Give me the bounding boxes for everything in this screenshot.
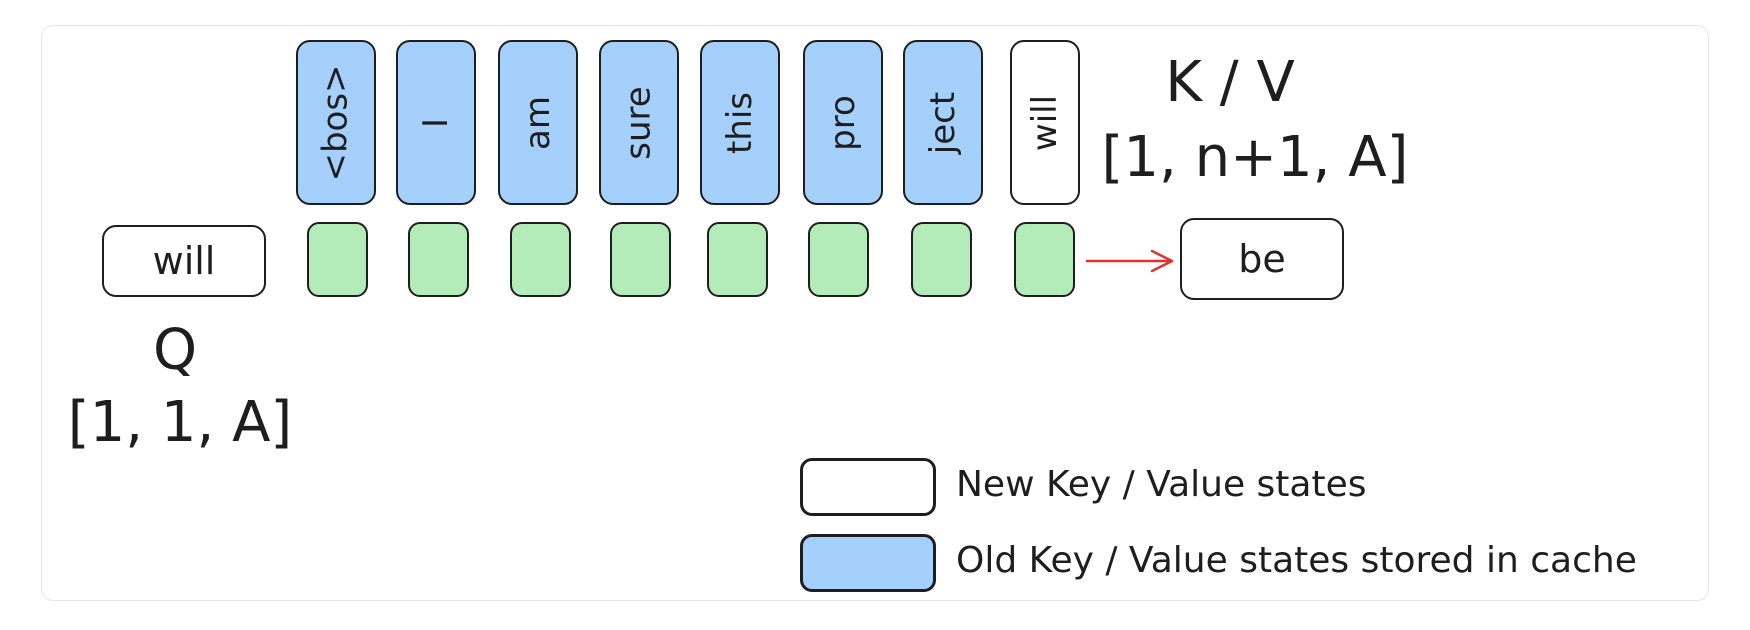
legend-new-swatch	[800, 458, 936, 516]
diagram-frame	[41, 25, 1709, 601]
attention-cell	[707, 222, 768, 297]
kv-token-i: I	[396, 40, 476, 205]
attention-cell	[610, 222, 671, 297]
kv-label: K / V	[1165, 50, 1295, 115]
q-label: Q	[152, 318, 198, 383]
query-token-label: will	[152, 239, 216, 283]
kv-token-sure: sure	[599, 40, 679, 205]
legend-old-label: Old Key / Value states stored in cache	[956, 540, 1637, 581]
kv-token-ject: ject	[903, 40, 983, 205]
attention-cell	[1014, 222, 1075, 297]
kv-token-will: will	[1010, 40, 1080, 205]
kv-token-am: am	[498, 40, 578, 205]
output-token-label: be	[1238, 237, 1286, 281]
kv-shape: [1, n+1, A]	[1101, 125, 1409, 190]
attention-cell	[510, 222, 571, 297]
legend-old-swatch	[800, 534, 936, 592]
attention-cell	[808, 222, 869, 297]
kv-token-pro: pro	[803, 40, 883, 205]
query-token-box: will	[102, 225, 266, 297]
output-token-box: be	[1180, 218, 1344, 300]
kv-token-bos: <bos>	[296, 40, 376, 205]
kv-token-this: this	[700, 40, 780, 205]
q-shape: [1, 1, A]	[67, 390, 293, 455]
attention-cell	[911, 222, 972, 297]
legend-new-label: New Key / Value states	[956, 464, 1367, 505]
attention-cell	[307, 222, 368, 297]
attention-cell	[408, 222, 469, 297]
